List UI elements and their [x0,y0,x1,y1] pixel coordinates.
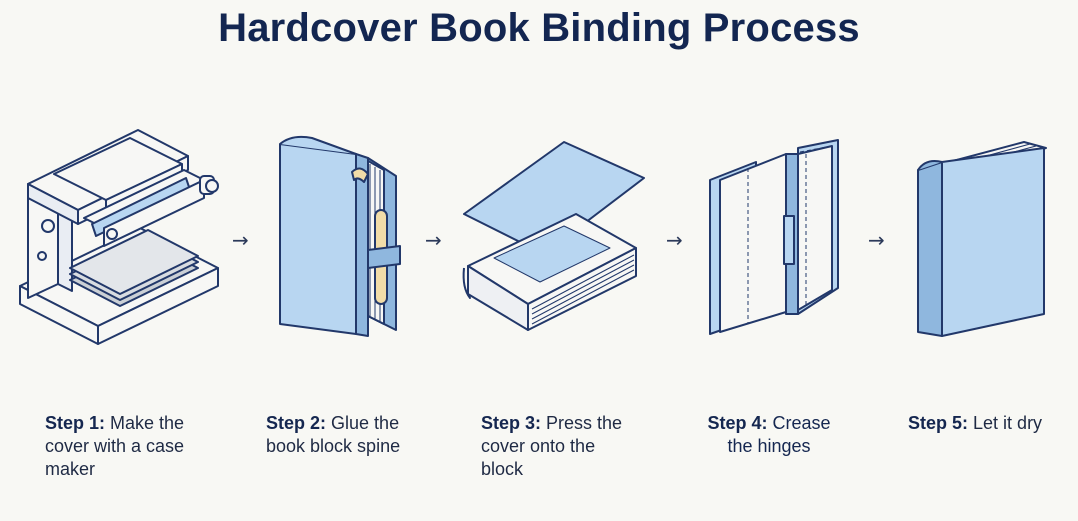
step-4-label: Step 4: [707,413,768,433]
arrow-4-icon: → [868,228,885,252]
creased-hinges-icon [709,139,839,335]
case-maker-machine-icon [19,129,219,345]
arrow-2-icon: → [425,228,442,252]
step-1-caption: Step 1: Make the cover with a case maker [45,412,215,481]
step-3-text: Press the cover onto the block [481,413,623,479]
glued-book-block-icon [279,135,401,337]
arrow-3-icon: → [666,228,683,252]
step-5-text: Let it dry [973,413,1043,433]
arrow-1-icon: → [232,228,249,252]
step-3-illustration [460,118,645,343]
step-2-label: Step 2: [266,413,327,433]
step-2-illustration [272,118,407,343]
step-1-illustration [14,118,224,353]
step-4-illustration [702,118,847,343]
cover-press-icon [462,141,645,331]
step-2-text: Glue the book block spine [266,413,401,456]
step-4-text: Crease the hinges [727,413,831,456]
step-3-label: Step 3: [481,413,542,433]
finished-book-icon [917,141,1047,337]
step-1-label: Step 1: [45,413,106,433]
page-title: Hardcover Book Binding Process [218,6,860,50]
step-2-caption: Step 2: Glue the book block spine [266,412,416,458]
step-1-text: Make the cover with a case maker [45,413,185,479]
step-5-caption: Step 5: Let it dry [908,412,1068,435]
step-5-label: Step 5: [908,413,969,433]
step-3-caption: Step 3: Press the cover onto the block [481,412,631,481]
step-4-caption: Step 4: Crease the hinges [694,412,844,458]
step-5-illustration [912,118,1052,343]
